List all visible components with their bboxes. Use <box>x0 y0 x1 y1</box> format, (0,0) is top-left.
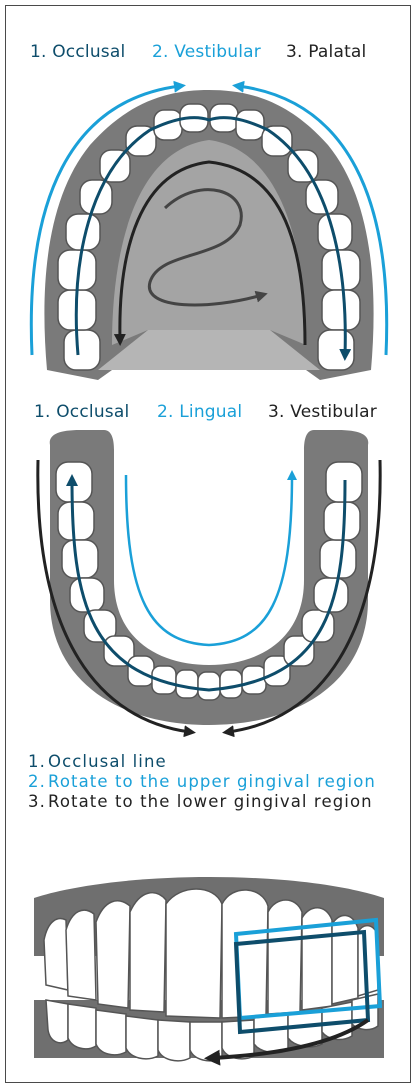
upper-jaw-icon <box>31 86 386 380</box>
step-3-text: Rotate to the lower gingival region <box>48 792 373 811</box>
step-2-text: Rotate to the upper gingival region <box>48 772 376 791</box>
step-1-text: Occlusal line <box>48 752 167 771</box>
step-list: 1. Occlusal line 2. Rotate to the upper … <box>28 752 388 812</box>
step-1: 1. Occlusal line <box>28 752 388 772</box>
step-3-number: 3. <box>28 792 46 812</box>
step-2: 2. Rotate to the upper gingival region <box>28 772 388 792</box>
step-2-number: 2. <box>28 772 46 792</box>
lower-jaw-icon <box>38 430 380 732</box>
step-3: 3. Rotate to the lower gingival region <box>28 792 388 812</box>
front-teeth-icon <box>34 877 384 1061</box>
step-1-number: 1. <box>28 752 46 772</box>
